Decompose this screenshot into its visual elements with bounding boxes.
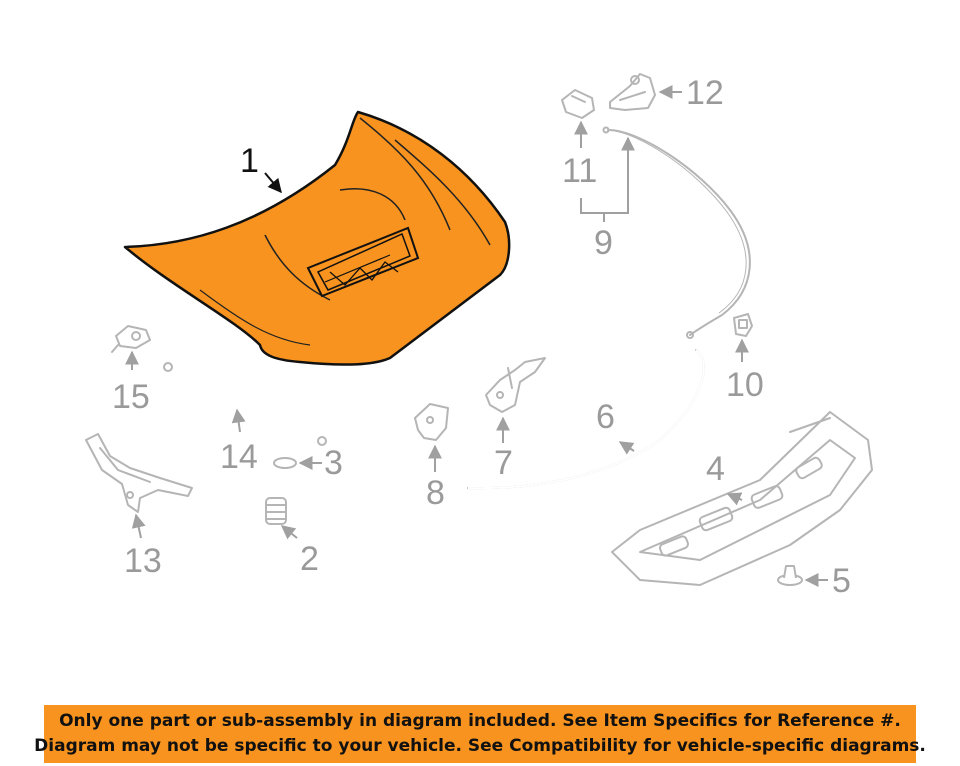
part-number-3: 3: [324, 444, 343, 482]
hinge-bracket-part: [609, 73, 656, 111]
part-number-14: 14: [220, 438, 258, 476]
hinge-part: [85, 433, 193, 513]
disclaimer-banner: Only one part or sub-assembly in diagram…: [34, 705, 926, 763]
part-number-5: 5: [832, 562, 851, 600]
part-number-2: 2: [300, 540, 319, 578]
disclaimer-line-1: Only one part or sub-assembly in diagram…: [59, 711, 901, 731]
washer-part: [273, 457, 297, 469]
release-cable-part: [607, 129, 751, 336]
part-number-11: 11: [562, 152, 597, 190]
part-number-7: 7: [494, 444, 513, 482]
part-number-13: 13: [124, 542, 162, 580]
part-number-6: 6: [596, 398, 615, 436]
release-handle-part: [561, 89, 595, 119]
cable-clip-part: [733, 313, 753, 337]
bumper-stop-part: [265, 497, 287, 525]
clip-part: [777, 565, 803, 586]
grommet-part: [111, 325, 151, 353]
part-number-8: 8: [426, 474, 445, 512]
hood-part: [123, 110, 511, 366]
parts-diagram: 1 2 3 4 5 6 7 8 9 10 11 12 13 14 15: [85, 73, 873, 600]
part-number-12: 12: [686, 74, 724, 112]
part-number-9: 9: [594, 224, 613, 262]
part-number-4: 4: [706, 450, 725, 488]
latch-part: [485, 357, 546, 413]
striker-part: [414, 403, 449, 441]
insulator-part: [611, 411, 873, 586]
part-number-1: 1: [240, 142, 259, 180]
part-number-15: 15: [112, 378, 150, 416]
prop-rod-part: [163, 362, 327, 446]
disclaimer-line-2: Diagram may not be specific to your vehi…: [34, 736, 926, 756]
part-number-10: 10: [726, 366, 764, 404]
